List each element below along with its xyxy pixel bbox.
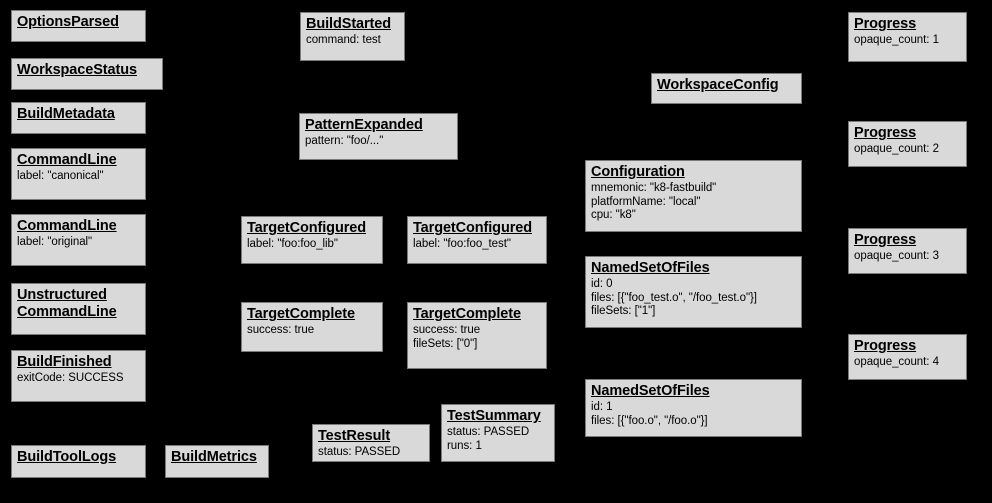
node-fields: opaque_count: 4 (854, 356, 961, 370)
node-title: OptionsParsed (17, 14, 119, 30)
node-target-complete-lib[interactable]: TargetComplete success: true (241, 302, 383, 352)
node-field: fileSets: ["0"] (413, 337, 478, 350)
node-field: fileSets: ["1"] (591, 305, 656, 318)
node-fields: status: PASSED (318, 446, 424, 460)
node-title: TargetComplete (247, 306, 355, 322)
node-title: Progress (854, 232, 917, 248)
node-field: command: test (306, 34, 381, 47)
node-field: success: true (413, 324, 481, 337)
node-progress-3[interactable]: Progress opaque_count: 3 (848, 228, 967, 274)
node-fields: label: "foo:foo_lib" (247, 238, 377, 252)
node-pattern-expanded[interactable]: PatternExpanded pattern: "foo/..." (299, 113, 458, 160)
node-target-configured-test[interactable]: TargetConfigured label: "foo:foo_test" (407, 216, 547, 264)
node-field: id: 1 (591, 401, 613, 414)
node-title: PatternExpanded (305, 117, 423, 133)
node-build-started[interactable]: BuildStarted command: test (300, 12, 405, 61)
node-title: NamedSetOfFiles (591, 383, 710, 399)
node-title: TargetConfigured (413, 220, 532, 236)
node-field: label: "foo:foo_test" (413, 238, 511, 251)
node-build-finished[interactable]: BuildFinished exitCode: SUCCESS (11, 350, 146, 402)
node-build-metrics[interactable]: BuildMetrics (165, 445, 269, 478)
node-title: CommandLine (17, 152, 117, 168)
node-field: exitCode: SUCCESS (17, 372, 124, 385)
node-title: TargetConfigured (247, 220, 366, 236)
node-title: WorkspaceConfig (657, 77, 779, 93)
node-workspace-status[interactable]: WorkspaceStatus (11, 58, 163, 90)
node-fields: pattern: "foo/..." (305, 135, 452, 149)
node-field: status: PASSED (447, 426, 530, 439)
node-field: platformName: "local" (591, 195, 701, 208)
node-field: files: [{"foo.o", "/foo.o"}] (591, 414, 708, 427)
node-title: TargetComplete (413, 306, 521, 322)
node-field: label: "foo:foo_lib" (247, 238, 338, 251)
node-fields: opaque_count: 3 (854, 250, 961, 264)
node-fields: success: true (247, 324, 377, 338)
node-title: WorkspaceStatus (17, 62, 137, 78)
node-field: opaque_count: 1 (854, 34, 939, 47)
node-field: success: true (247, 324, 315, 337)
node-progress-1[interactable]: Progress opaque_count: 1 (848, 12, 967, 62)
node-command-line-canonical[interactable]: CommandLine label: "canonical" (11, 148, 146, 200)
node-field: opaque_count: 3 (854, 250, 939, 263)
node-unstructured-command-line[interactable]: Unstructured CommandLine (11, 283, 146, 335)
node-title: BuildFinished (17, 354, 112, 370)
node-field: status: PASSED (318, 446, 401, 459)
node-title: Progress (854, 338, 917, 354)
node-title: Configuration (591, 164, 685, 180)
node-field: mnemonic: "k8-fastbuild" (591, 182, 717, 195)
node-target-configured-lib[interactable]: TargetConfigured label: "foo:foo_lib" (241, 216, 383, 264)
node-title: BuildMetrics (171, 449, 257, 465)
node-field: cpu: "k8" (591, 209, 636, 222)
node-fields: label: "canonical" (17, 170, 140, 184)
node-title: BuildMetadata (17, 106, 115, 122)
node-options-parsed[interactable]: OptionsParsed (11, 10, 146, 42)
node-fields: label: "original" (17, 236, 140, 250)
node-configuration[interactable]: Configuration mnemonic: "k8-fastbuild"pla… (585, 160, 802, 232)
node-field: pattern: "foo/..." (305, 135, 384, 148)
node-field: opaque_count: 4 (854, 356, 939, 369)
node-title: TestResult (318, 428, 391, 444)
node-field: files: [{"foo_test.o", "/foo_test.o"}] (591, 291, 757, 304)
node-progress-4[interactable]: Progress opaque_count: 4 (848, 334, 967, 380)
node-title: Progress (854, 125, 917, 141)
node-title: TestSummary (447, 408, 541, 424)
node-build-tool-logs[interactable]: BuildToolLogs (11, 445, 146, 478)
node-title: NamedSetOfFiles (591, 260, 710, 276)
node-workspace-config[interactable]: WorkspaceConfig (651, 73, 802, 104)
node-fields: opaque_count: 2 (854, 143, 961, 157)
node-field: runs: 1 (447, 439, 482, 452)
node-title: BuildToolLogs (17, 449, 117, 465)
node-fields: mnemonic: "k8-fastbuild"platformName: "l… (591, 182, 796, 223)
node-field: id: 0 (591, 278, 613, 291)
node-fields: exitCode: SUCCESS (17, 372, 140, 386)
node-fields: opaque_count: 1 (854, 34, 961, 48)
node-title: CommandLine (17, 218, 117, 234)
node-field: label: "original" (17, 236, 93, 249)
node-test-result[interactable]: TestResult status: PASSED (312, 424, 430, 462)
node-field: opaque_count: 2 (854, 143, 939, 156)
node-fields: command: test (306, 34, 399, 48)
node-build-metadata[interactable]: BuildMetadata (11, 102, 146, 134)
node-title: Unstructured CommandLine (17, 287, 117, 321)
node-progress-2[interactable]: Progress opaque_count: 2 (848, 121, 967, 167)
node-title: Progress (854, 16, 917, 32)
node-field: label: "canonical" (17, 170, 104, 183)
node-command-line-original[interactable]: CommandLine label: "original" (11, 214, 146, 266)
node-fields: label: "foo:foo_test" (413, 238, 541, 252)
node-title: BuildStarted (306, 16, 392, 32)
